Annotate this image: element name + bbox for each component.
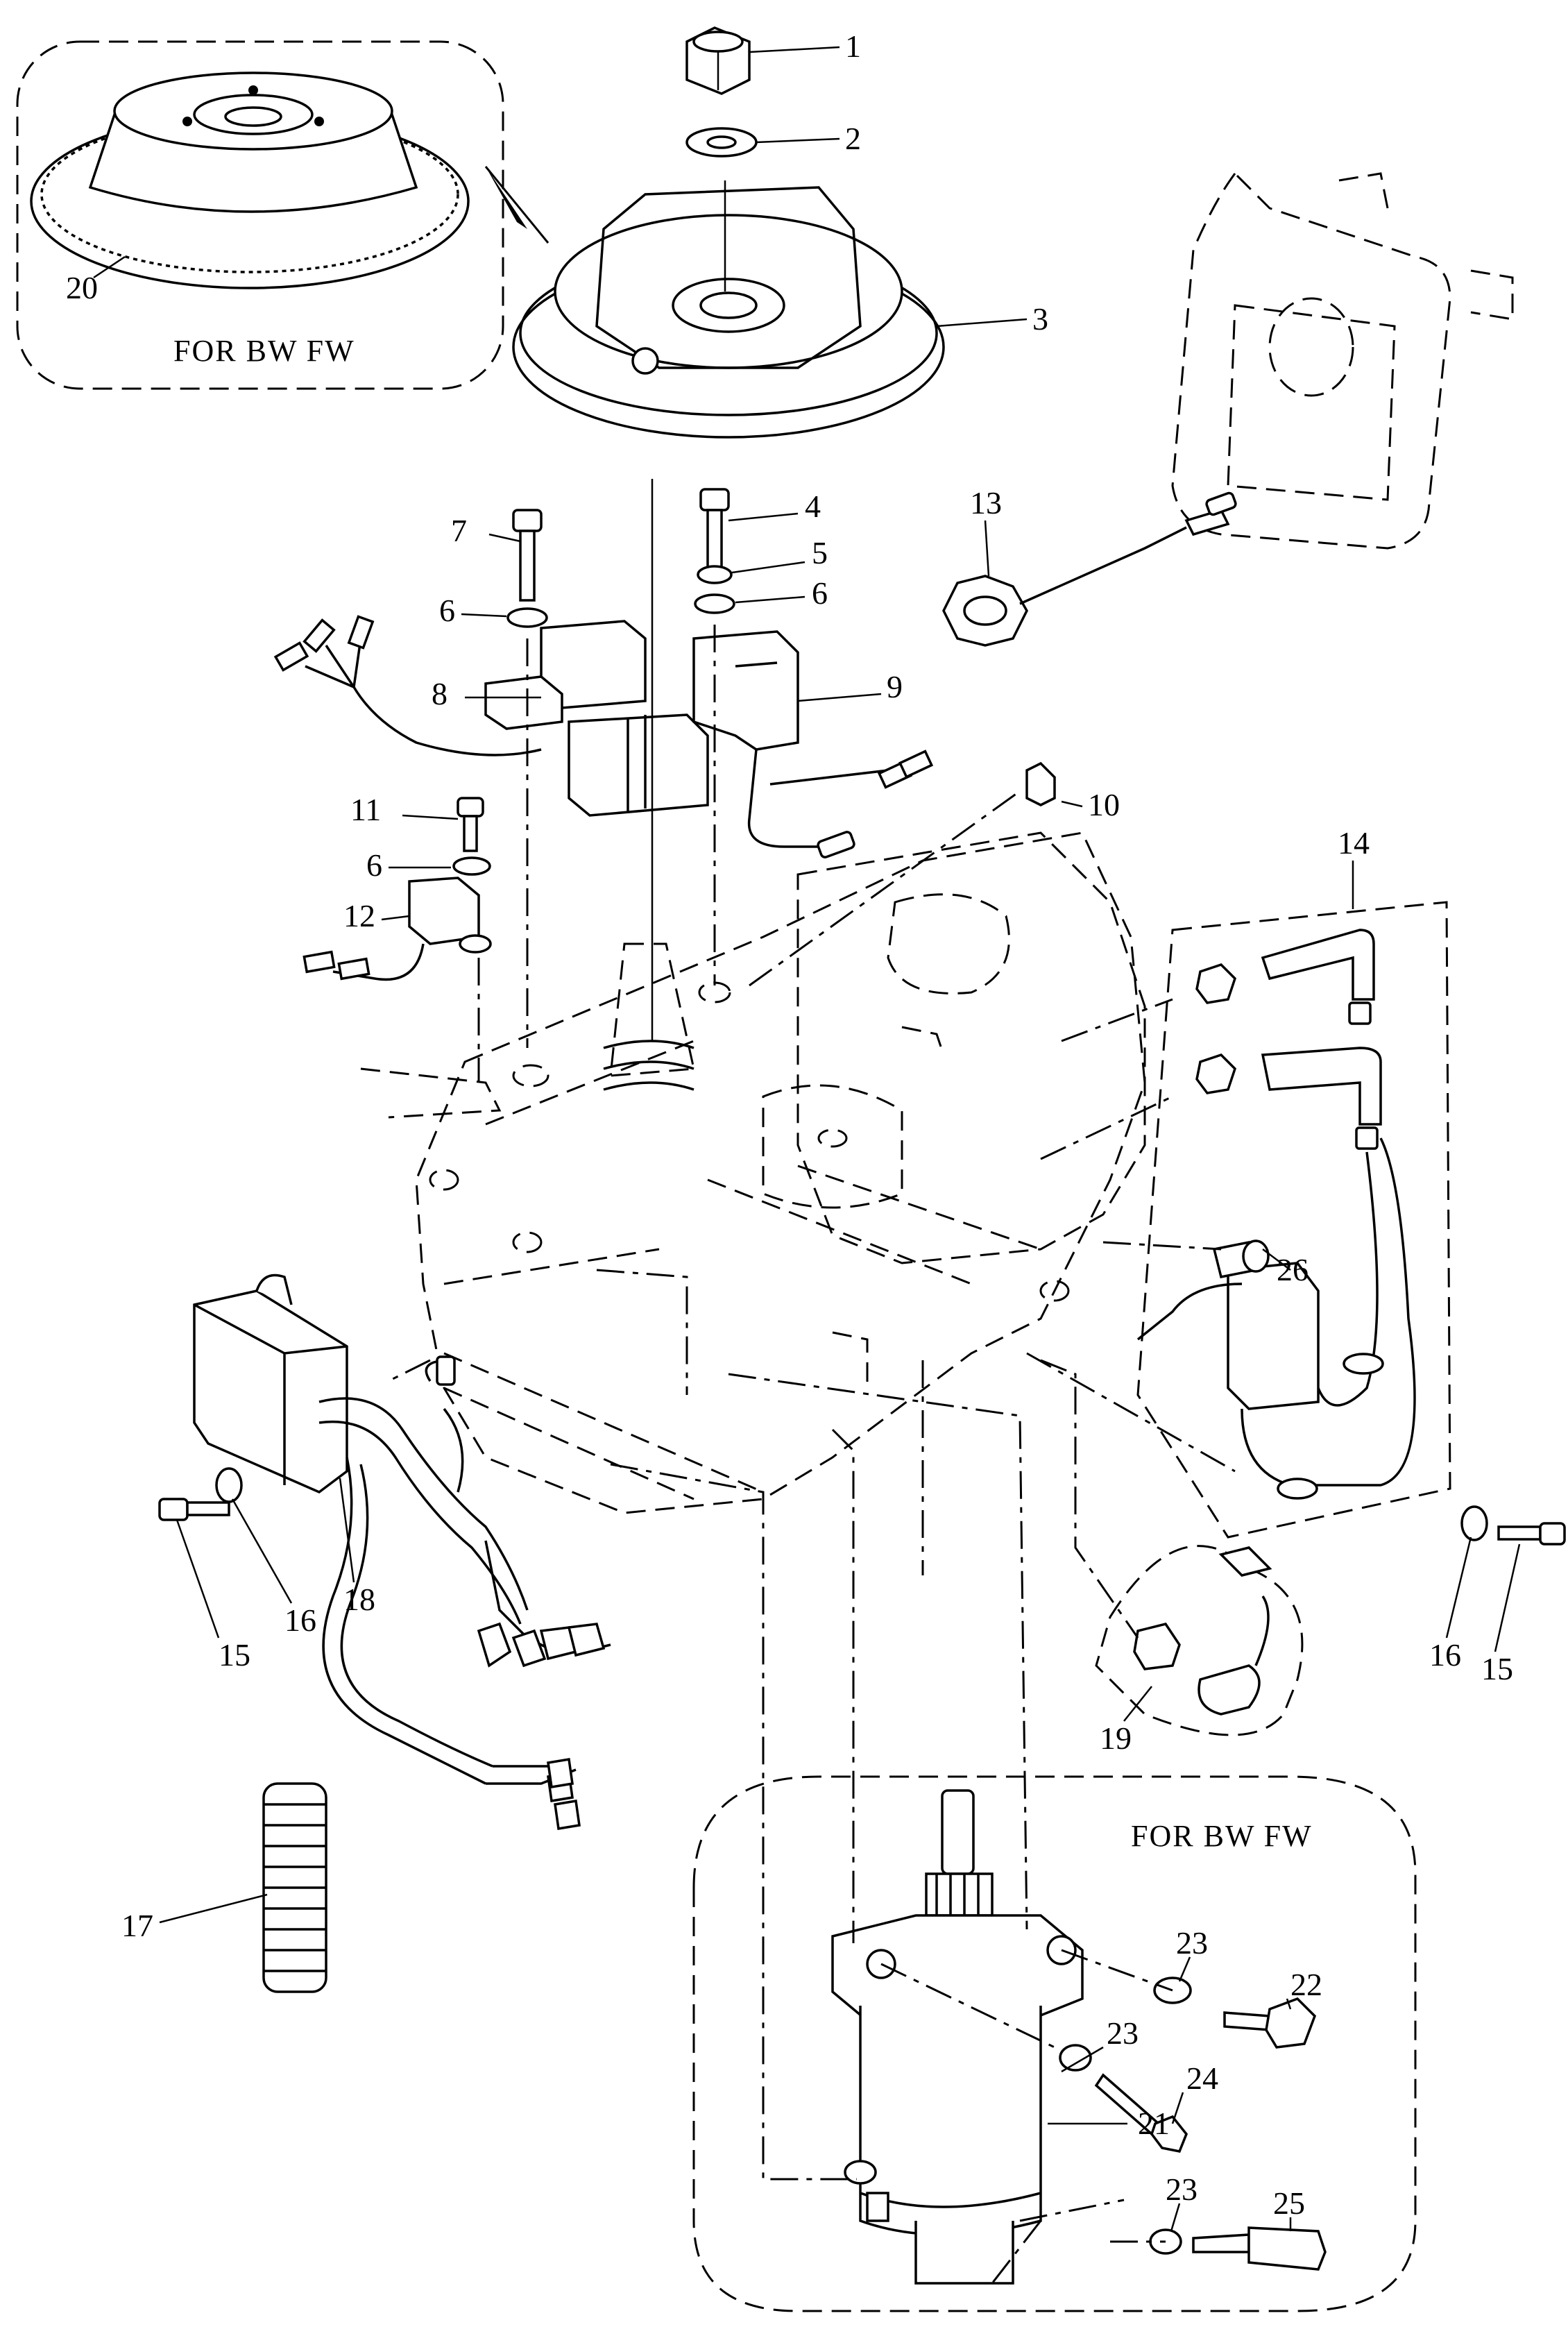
callout-9: 9 [887, 669, 903, 704]
callout-6b: 6 [812, 575, 828, 611]
ignition-coil-assembly-part-14 [1136, 901, 1451, 1539]
callout-25: 25 [1273, 2185, 1305, 2221]
callout-15b: 15 [1481, 1651, 1513, 1686]
callout-labels: 1 2 3 4 5 6 6 6 7 8 9 10 11 12 13 14 15 … [66, 28, 1513, 2221]
washer-part-23b [1059, 2044, 1092, 2072]
callout-5: 5 [812, 535, 828, 570]
callout-20: 20 [66, 270, 98, 305]
callout-3: 3 [1032, 301, 1048, 337]
thermo-switch-part-13 [942, 491, 1237, 647]
callout-10: 10 [1088, 787, 1120, 822]
exciter-coil-part-8 [273, 615, 709, 817]
callout-6a: 6 [439, 593, 455, 628]
bolt-part-24 [1094, 2073, 1188, 2153]
callout-13: 13 [970, 485, 1002, 520]
callout-15a: 15 [219, 1637, 250, 1673]
callout-1: 1 [845, 28, 861, 64]
washer-part-6b [694, 593, 735, 614]
flywheel-part-3 [512, 180, 945, 439]
callout-7: 7 [451, 513, 467, 548]
sensor-part-12 [302, 877, 492, 981]
leader-lines [93, 46, 1521, 2232]
washer-part-16a [215, 1467, 243, 1503]
starter-motor-part-21 [831, 1789, 1084, 2285]
protector-sleeve-part-17 [262, 1782, 327, 1993]
callout-23c: 23 [1166, 2172, 1198, 2207]
cylinder-head-cover [1171, 171, 1514, 550]
callout-8: 8 [432, 676, 448, 711]
callout-22: 22 [1290, 1967, 1322, 2002]
callout-26: 26 [1277, 1252, 1309, 1287]
ring-gear-flywheel-part-20 [30, 71, 470, 289]
starter-option-note: FOR BW FW [1131, 1819, 1313, 1853]
callout-23b: 23 [1107, 2015, 1139, 2051]
callout-24: 24 [1186, 2060, 1218, 2096]
callout-16a: 16 [284, 1602, 316, 1638]
callout-4: 4 [805, 489, 821, 524]
oil-pressure-switch-part-19 [1095, 1545, 1304, 1736]
washer-part-6a [506, 607, 548, 628]
washer-part-2 [685, 127, 758, 158]
assembly-center-lines [388, 479, 1236, 2284]
bolt-part-7 [512, 509, 543, 602]
bolt-part-11 [457, 797, 484, 852]
bolt-part-22 [1223, 1997, 1317, 2049]
starter-option-group: FOR BW FW [692, 1775, 1417, 2312]
flywheel-option-group: FOR BW FW [16, 40, 549, 390]
woodruff-key-part-10 [1025, 761, 1056, 806]
cap-part-26 [1212, 1239, 1270, 1279]
pulser-coil-part-9 [692, 630, 934, 858]
flywheel-option-note: FOR BW FW [173, 334, 355, 368]
callout-12: 12 [343, 898, 375, 933]
callout-17: 17 [121, 1908, 153, 1943]
cdi-unit-part-18 [193, 1273, 611, 1831]
callout-6c: 6 [366, 847, 382, 883]
bolt-part-25 [1192, 2226, 1327, 2271]
bolt-part-15a [158, 1498, 230, 1521]
callout-23a: 23 [1176, 1925, 1208, 1961]
callout-14: 14 [1338, 825, 1370, 861]
callout-11: 11 [350, 792, 381, 827]
washer-part-6c [452, 856, 491, 876]
callout-21: 21 [1138, 2106, 1170, 2141]
callout-2: 2 [845, 121, 861, 156]
washer-part-16b [1460, 1505, 1488, 1541]
callout-18: 18 [343, 1582, 375, 1617]
bolt-part-15b [1497, 1522, 1566, 1546]
callout-16b: 16 [1429, 1637, 1461, 1673]
callout-19: 19 [1100, 1720, 1132, 1756]
nut-part-1 [685, 26, 751, 95]
bolt-part-4 [699, 488, 730, 574]
lock-washer-part-5 [697, 565, 733, 584]
